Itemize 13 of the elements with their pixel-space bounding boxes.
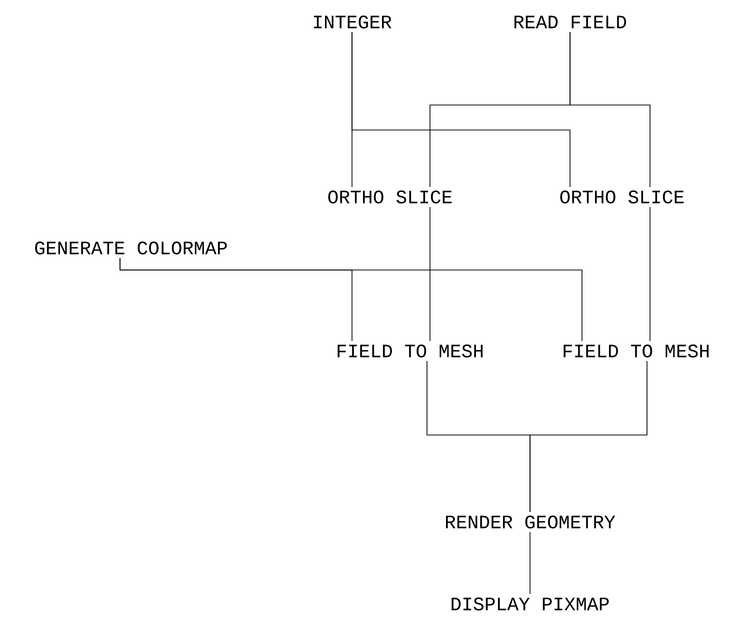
module-label: ORTHO SLICE [328,190,452,204]
module-label: INTEGER [314,16,392,28]
connector-line [570,32,650,188]
module-label: FIELD TO MESH [564,344,709,358]
connector-line [120,258,582,342]
module-label: DISPLAY PIXMAP [452,598,609,610]
connector-line [352,32,570,188]
module-label: FIELD TO MESH [338,344,483,358]
connector-line [530,360,648,512]
module-label: READ FIELD [514,16,626,28]
module-label: RENDER GEOMETRY [446,516,616,528]
module-label: ORTHO SLICE [560,190,684,204]
module-label: GENERATE COLORMAP [35,242,227,254]
